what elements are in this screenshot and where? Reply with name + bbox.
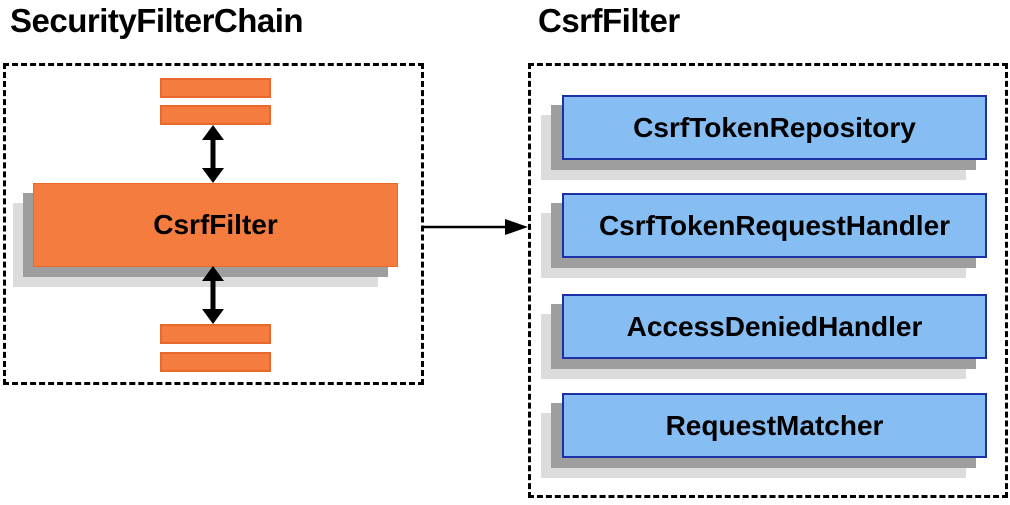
flow-arrow-icon [424, 219, 528, 235]
security-filter-chain-title: SecurityFilterChain [10, 2, 304, 39]
component-box-csrf-token-request-handler: CsrfTokenRequestHandler [562, 193, 987, 258]
bidirectional-arrow-icon [202, 266, 224, 324]
component-box-request-matcher: RequestMatcher [562, 393, 987, 458]
csrf-filter-panel [528, 63, 1008, 498]
component-box-csrf-token-repository: CsrfTokenRepository [562, 95, 987, 160]
filter-placeholder-bar-top-1 [160, 78, 271, 98]
filter-placeholder-bar-bottom-1 [160, 324, 271, 344]
bidirectional-arrow-icon [202, 125, 224, 183]
security-filter-chain-panel [3, 63, 424, 385]
component-box-access-denied-handler: AccessDeniedHandler [562, 294, 987, 359]
filter-placeholder-bar-top-2 [160, 105, 271, 125]
component-label: CsrfTokenRepository [633, 111, 916, 143]
component-label: AccessDeniedHandler [626, 310, 923, 342]
csrf-filter-box-label: CsrfFilter [153, 209, 278, 240]
csrf-filter-box: CsrfFilter [33, 183, 398, 267]
component-label: RequestMatcher [665, 409, 884, 441]
component-label: CsrfTokenRequestHandler [598, 209, 951, 241]
filter-placeholder-bar-bottom-2 [160, 352, 271, 372]
csrf-filter-panel-title: CsrfFilter [538, 2, 680, 39]
